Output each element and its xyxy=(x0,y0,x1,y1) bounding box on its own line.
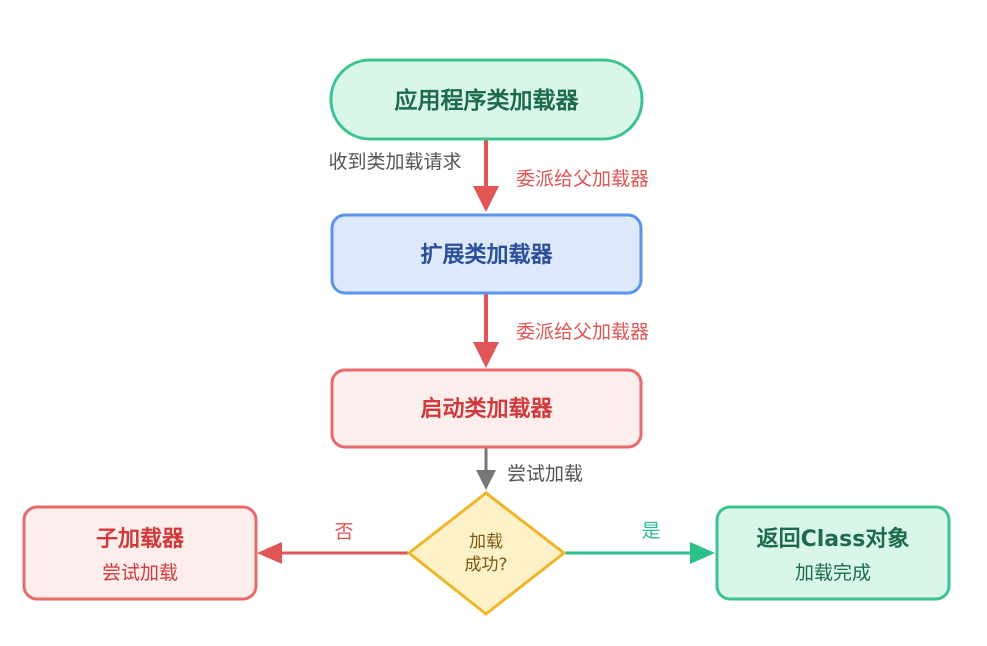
node-ext-label: 扩展类加载器 xyxy=(420,242,553,268)
arrowhead xyxy=(473,186,499,212)
node-child-loader: 子加载器 尝试加载 xyxy=(22,505,258,601)
decision-line-2: 成功? xyxy=(464,555,507,575)
edge-label-no: 否 xyxy=(334,521,353,543)
edge-decision-no xyxy=(257,542,408,564)
edge-app-to-ext xyxy=(473,138,499,212)
node-decision: 加载 成功? xyxy=(406,491,567,616)
result-subtitle: 加载完成 xyxy=(795,562,871,584)
edge-label-yes: 是 xyxy=(641,520,660,542)
decision-line-1: 加载 xyxy=(469,532,503,552)
node-app-classloader: 应用程序类加载器 xyxy=(329,58,644,141)
arrowhead xyxy=(476,470,496,490)
edge-label-delegate-2: 委派给父加载器 xyxy=(516,321,649,343)
edge-label-try-load: 尝试加载 xyxy=(507,463,583,485)
node-boot-label: 启动类加载器 xyxy=(420,396,553,422)
child-subtitle: 尝试加载 xyxy=(102,562,178,584)
arrowhead xyxy=(257,542,282,564)
node-app-label: 应用程序类加载器 xyxy=(395,87,580,114)
node-boot-classloader: 启动类加载器 xyxy=(330,368,643,449)
edge-label-receive-request: 收到类加载请求 xyxy=(328,151,461,173)
edge-ext-to-boot xyxy=(473,293,499,368)
edge-boot-to-decision xyxy=(476,447,496,490)
arrowhead xyxy=(690,542,715,564)
edge-decision-yes xyxy=(565,542,715,564)
node-result: 返回Class对象 加载完成 xyxy=(715,505,951,601)
result-title: 返回Class对象 xyxy=(757,526,910,552)
edge-label-delegate-1: 委派给父加载器 xyxy=(516,168,649,190)
arrowhead xyxy=(473,342,499,368)
child-title: 子加载器 xyxy=(96,526,185,552)
node-ext-classloader: 扩展类加载器 xyxy=(330,213,643,295)
